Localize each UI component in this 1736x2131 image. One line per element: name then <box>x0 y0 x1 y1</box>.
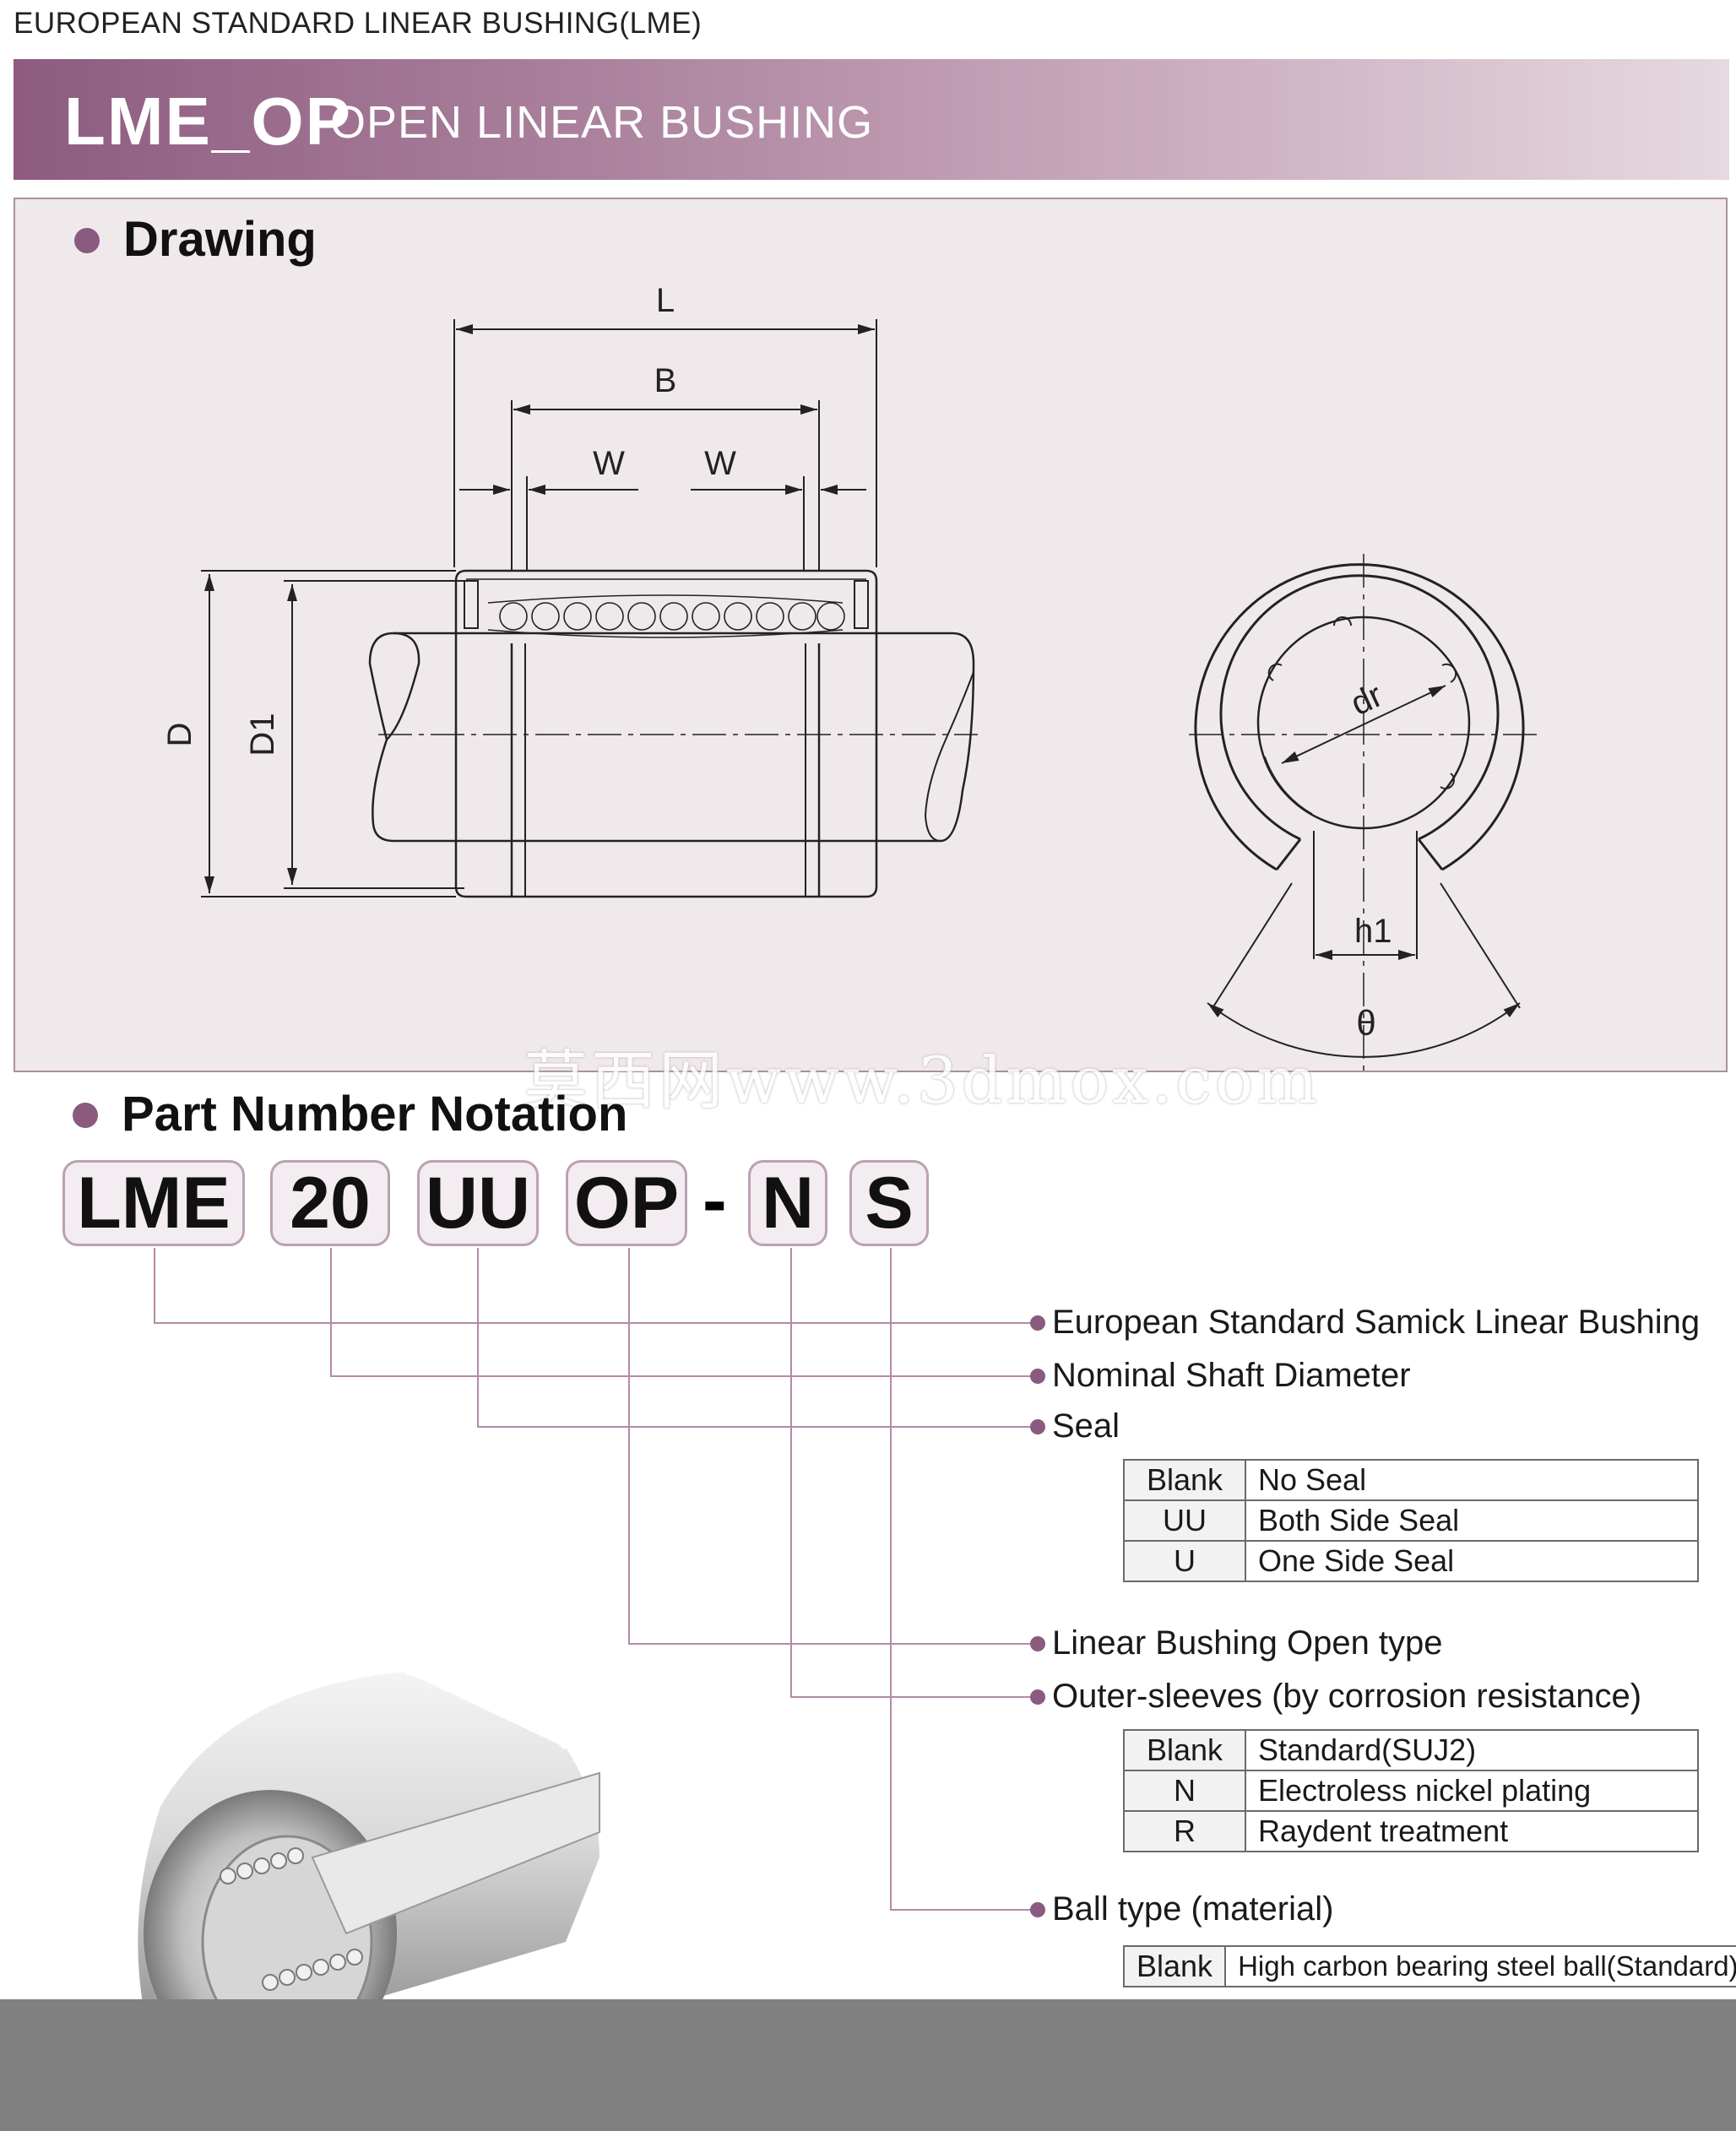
technical-drawing: L B W W <box>161 282 1543 1071</box>
option-value: Both Side Seal <box>1245 1499 1699 1542</box>
desc-open-type: Linear Bushing Open type <box>1052 1624 1443 1662</box>
code-box-sleeve: N <box>748 1160 827 1246</box>
desc-sleeve: Outer-sleeves (by corrosion resistance) <box>1052 1678 1642 1715</box>
page-caption: EUROPEAN STANDARD LINEAR BUSHING(LME) <box>14 7 703 40</box>
desc-series: European Standard Samick Linear Bushing <box>1052 1304 1701 1341</box>
bullet-icon <box>73 1103 98 1128</box>
code-box-series: LME <box>62 1160 245 1246</box>
product-photo <box>138 1669 600 2009</box>
watermark: 莫西网www.3dmox.com <box>524 1043 1321 1118</box>
dim-D1-label: D1 <box>244 713 281 756</box>
dim-theta-label: θ <box>1356 1003 1375 1043</box>
product-name: OPEN LINEAR BUSHING <box>330 97 874 148</box>
option-value: Electroless nickel plating <box>1245 1770 1699 1812</box>
bullet-icon <box>74 228 100 253</box>
title-banner: LME_OP OPEN LINEAR BUSHING <box>14 59 1729 180</box>
option-value: Standard(SUJ2) <box>1245 1729 1699 1771</box>
option-value: No Seal <box>1245 1459 1699 1501</box>
option-value: High carbon bearing steel ball(Standard) <box>1224 1945 1736 1987</box>
option-key: R <box>1123 1810 1246 1852</box>
dim-W-label-left: W <box>593 445 625 482</box>
dim-D-label: D <box>161 723 198 747</box>
notation-connectors <box>154 1248 1045 1917</box>
dim-W-label-right: W <box>704 445 736 482</box>
bottom-band <box>0 1999 1736 2131</box>
option-key: Blank <box>1122 1945 1227 1987</box>
drawing-panel: Drawing L B W W <box>14 198 1728 1072</box>
option-key: UU <box>1123 1499 1246 1542</box>
notation-section-title: Part Number Notation <box>122 1087 628 1141</box>
desc-seal: Seal <box>1052 1407 1120 1445</box>
drawing-section-title: Drawing <box>123 212 317 267</box>
code-box-ball: S <box>849 1160 929 1246</box>
option-key: U <box>1123 1540 1246 1582</box>
option-key: Blank <box>1123 1729 1246 1771</box>
desc-diameter: Nominal Shaft Diameter <box>1052 1357 1411 1394</box>
code-box-open-type: OP <box>566 1160 687 1246</box>
dim-L-label: L <box>656 282 675 319</box>
option-key: Blank <box>1123 1459 1246 1501</box>
desc-ball: Ball type (material) <box>1052 1890 1334 1928</box>
dim-h1-label: h1 <box>1354 913 1392 950</box>
code-dash: - <box>703 1160 727 1241</box>
code-box-diameter: 20 <box>270 1160 390 1246</box>
dim-B-label: B <box>654 362 677 399</box>
option-value: One Side Seal <box>1245 1540 1699 1582</box>
option-value: Raydent treatment <box>1245 1810 1699 1852</box>
product-code: LME_OP <box>64 84 352 159</box>
code-box-seal: UU <box>417 1160 539 1246</box>
option-key: N <box>1123 1770 1246 1812</box>
